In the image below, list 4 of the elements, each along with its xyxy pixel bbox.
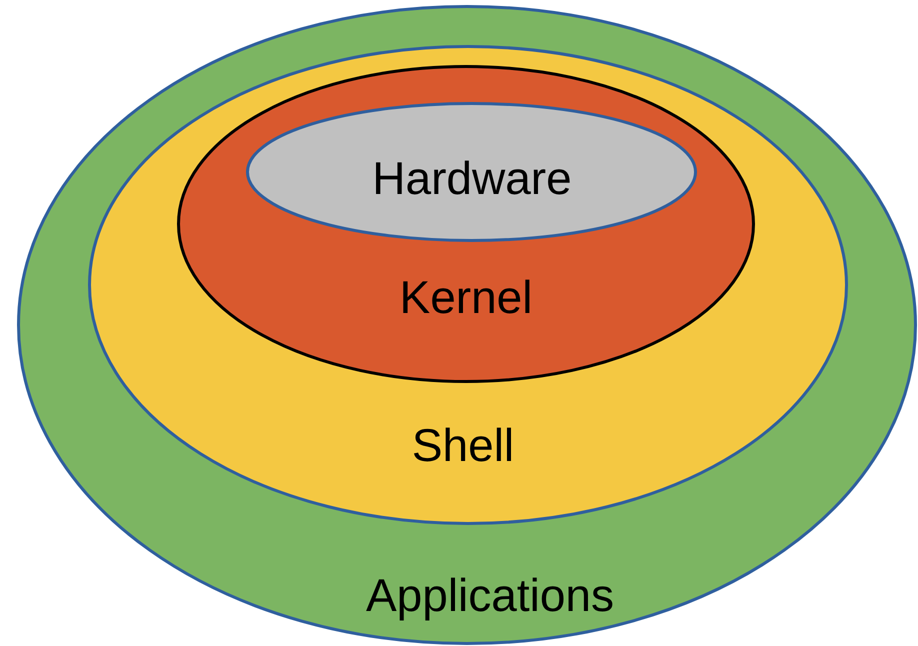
layer-label: Shell — [412, 418, 514, 472]
layer-label: Hardware — [372, 151, 572, 205]
layer-label: Kernel — [400, 270, 532, 324]
layer-label: Applications — [366, 568, 614, 622]
